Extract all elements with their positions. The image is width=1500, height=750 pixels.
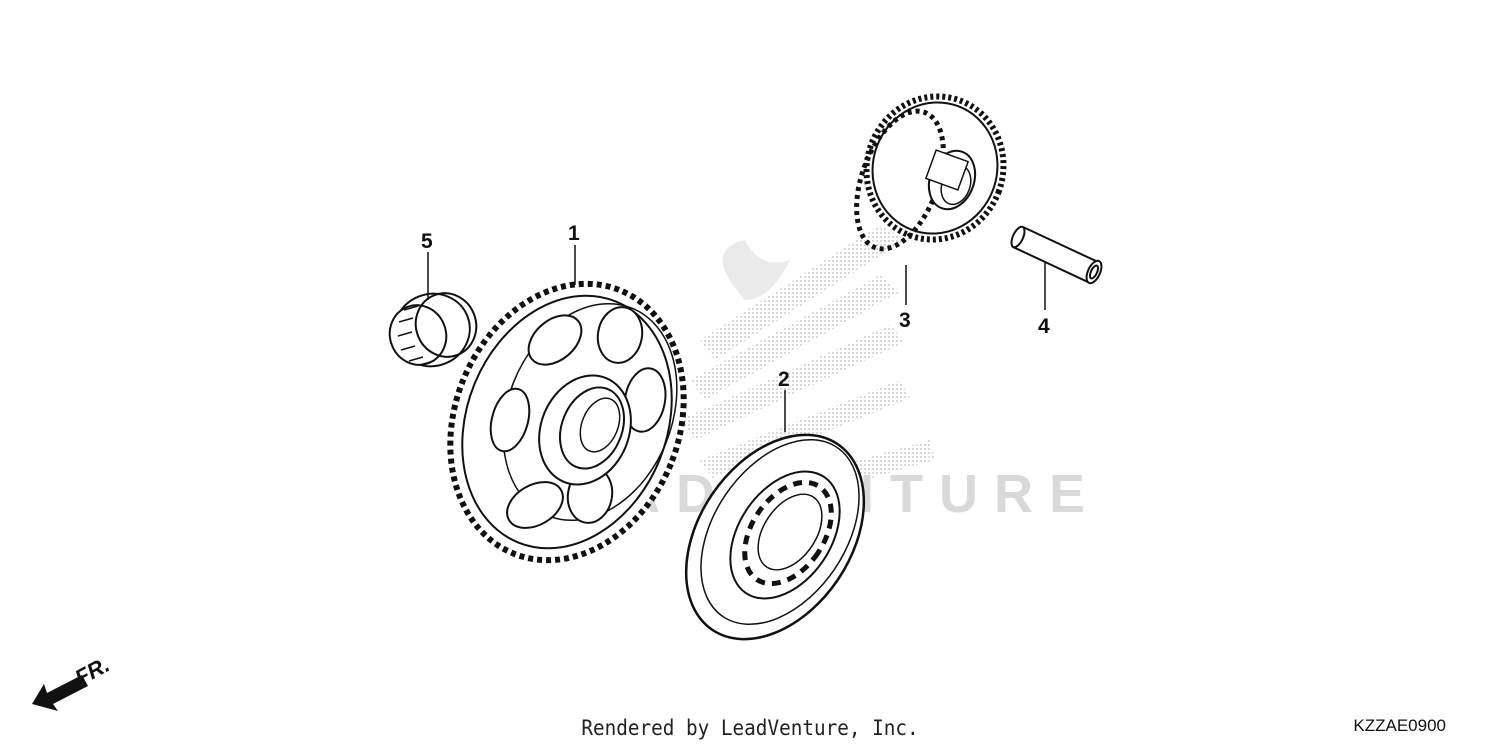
render-credit: Rendered by LeadVenture, Inc.: [581, 716, 919, 740]
needle-bearing-part-5: [388, 292, 478, 368]
callout-4: 4: [1038, 315, 1050, 338]
callout-2: 2: [778, 368, 790, 391]
leader-lines: [427, 245, 1046, 432]
callout-1: 1: [568, 222, 580, 245]
callout-5: 5: [421, 230, 433, 253]
callout-3: 3: [899, 309, 911, 332]
diagram-code: KZZAE0900: [1353, 716, 1446, 735]
starter-driven-gear-part-1: [447, 280, 687, 564]
starter-idle-gear-part-3: [854, 93, 1007, 252]
front-direction-arrow-icon: FR.: [32, 652, 114, 711]
idle-gear-shaft-part-4: [1010, 225, 1103, 285]
one-way-clutch-part-2: [684, 433, 866, 641]
